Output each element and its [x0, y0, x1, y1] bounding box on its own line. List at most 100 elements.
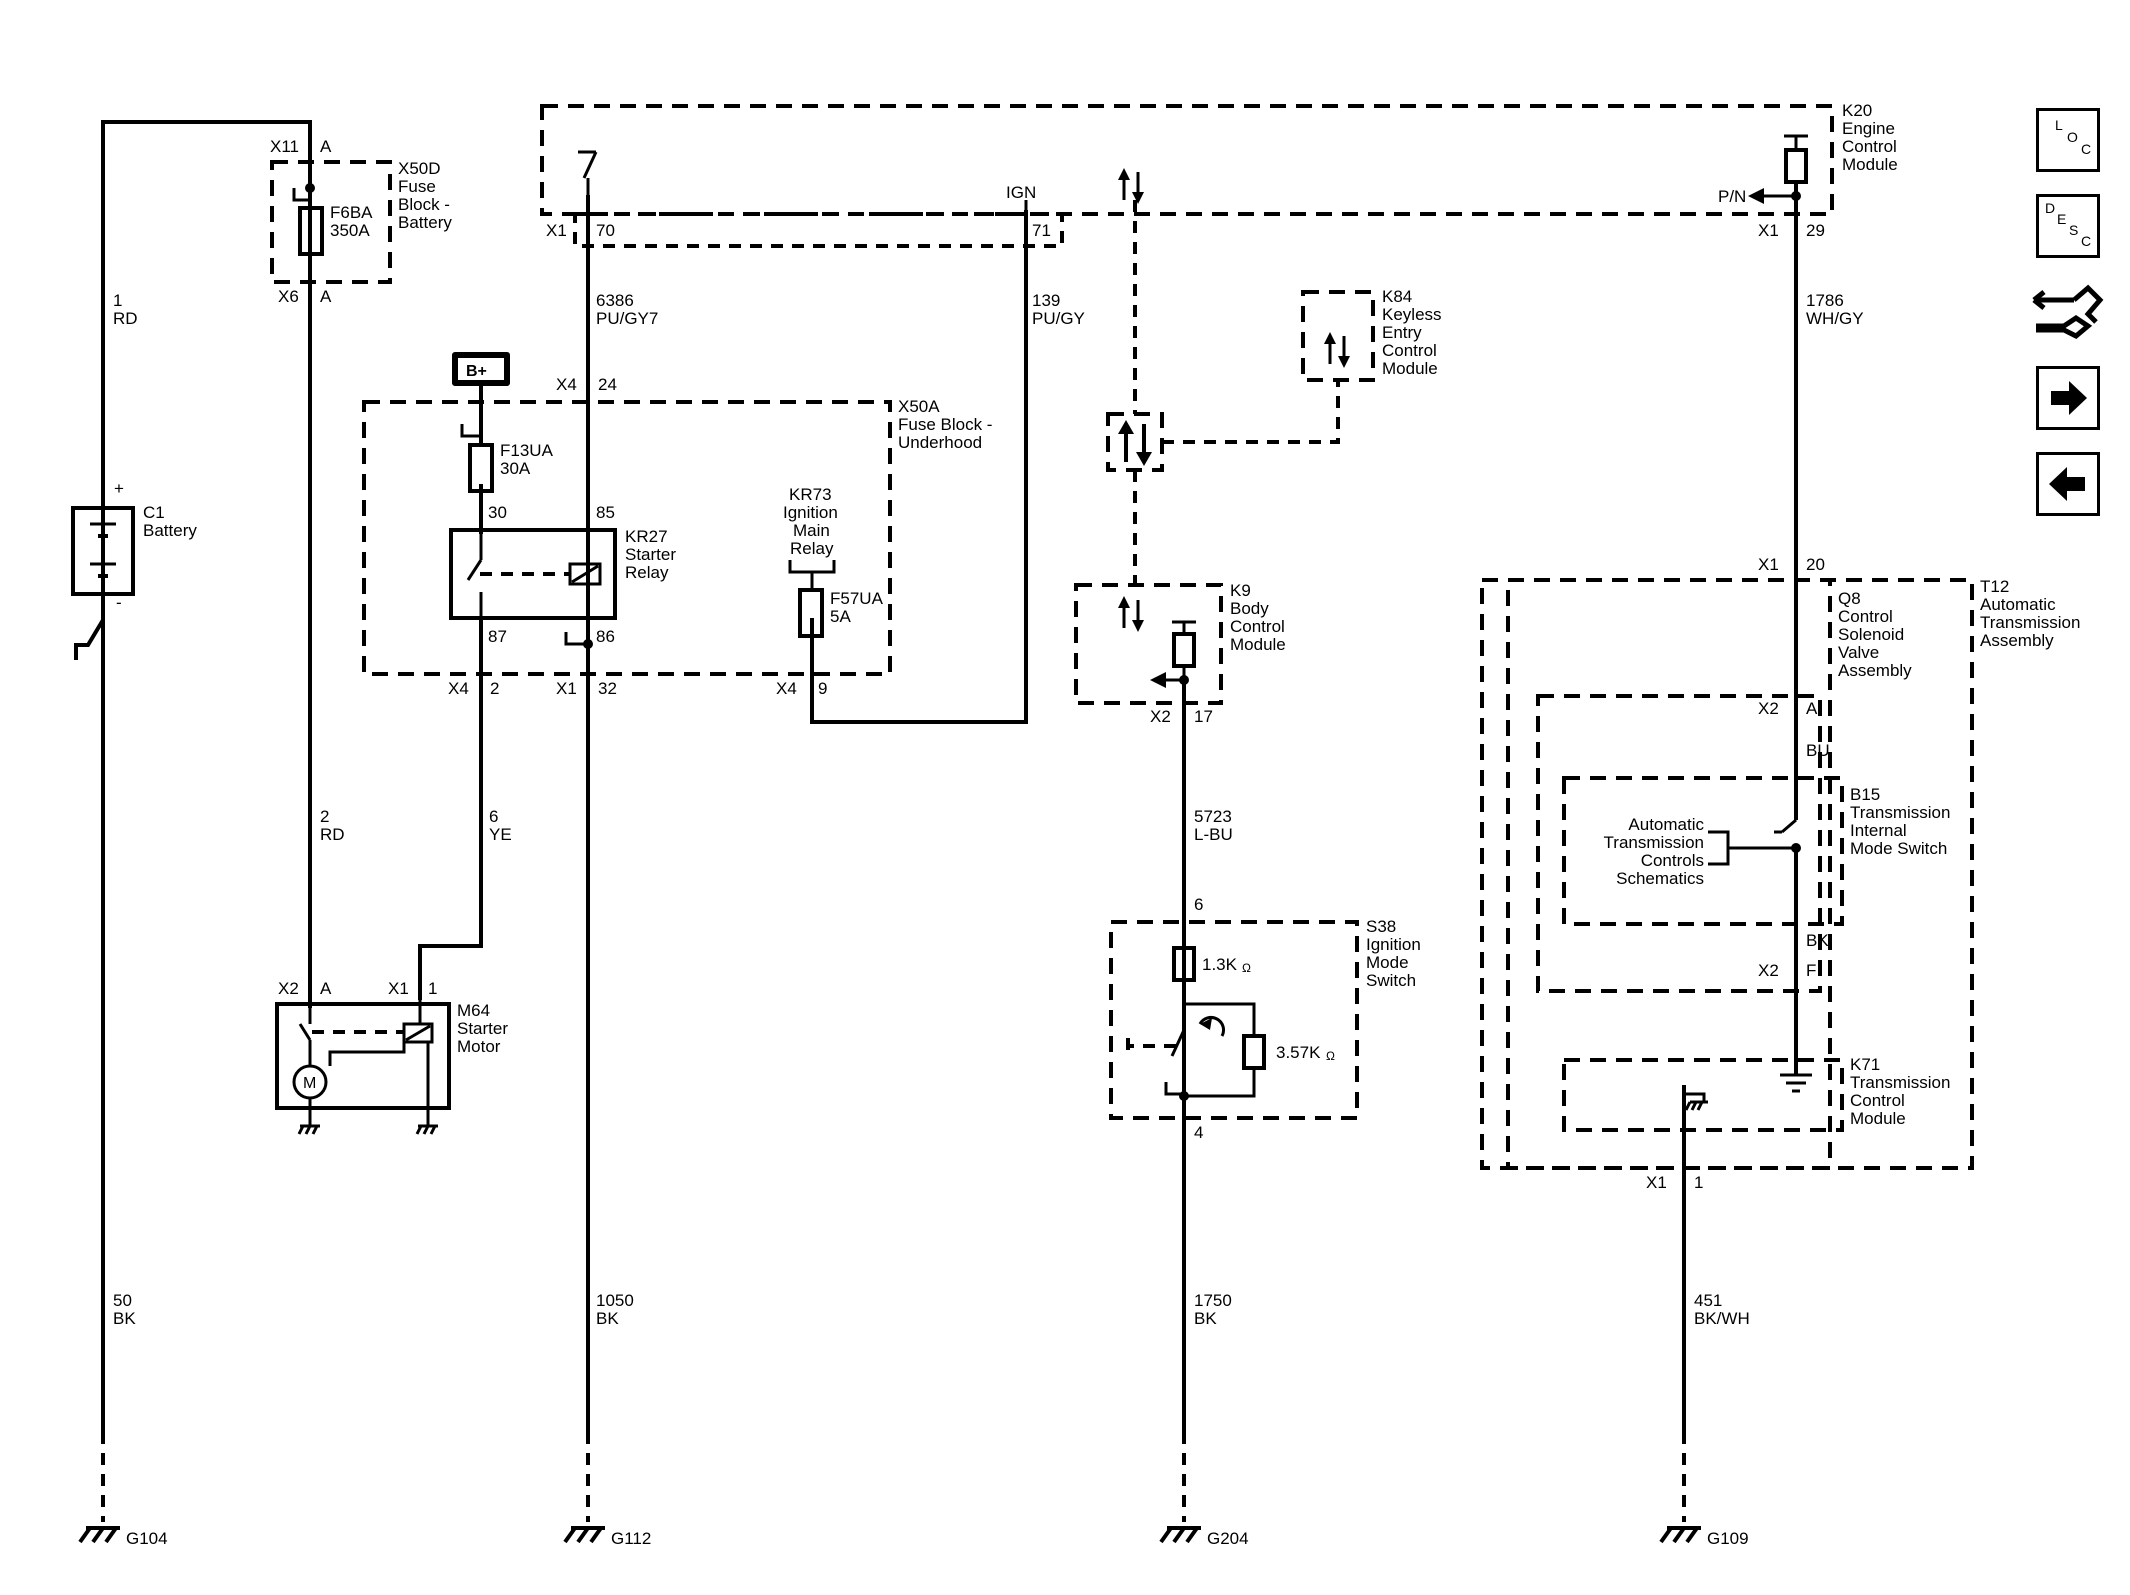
- kr27-l1: Starter: [625, 545, 676, 564]
- wire-6386-num: 6386: [596, 291, 634, 310]
- x4-conn-pin9: X4: [776, 679, 797, 698]
- k71-pinF: F: [1806, 961, 1816, 980]
- previous-page-button[interactable]: [2036, 452, 2100, 516]
- wire-bu-color: BU: [1806, 741, 1830, 760]
- f13ua-fuse-symbol: [468, 443, 494, 493]
- m64-pinA: A: [320, 979, 332, 998]
- s38-l1: Ignition: [1366, 935, 1421, 954]
- k9-l2: Control: [1230, 617, 1285, 636]
- kr27-pin85: 85: [596, 503, 615, 522]
- wire-1750-num: 1750: [1194, 1291, 1232, 1310]
- b15-l2: Internal: [1850, 821, 1907, 840]
- wire-5723-num: 5723: [1194, 807, 1232, 826]
- gateway-arrows-icon: [1118, 420, 1152, 466]
- kr27-pin30: 30: [488, 503, 507, 522]
- s38-resistor-3-57k: [1242, 1034, 1266, 1070]
- k84-l1: Keyless: [1382, 305, 1442, 324]
- atcs-l3: Controls: [1641, 851, 1704, 870]
- x6-pin: A: [320, 287, 332, 306]
- x50d-fuse-block-box: [270, 160, 392, 284]
- kr27-pin87: 87: [488, 627, 507, 646]
- g104-label: G104: [126, 1529, 168, 1548]
- loc-letter-c: C: [2081, 141, 2092, 157]
- f57ua-id: F57UA: [830, 589, 884, 608]
- k20-l2: Control: [1842, 137, 1897, 156]
- s38-id: S38: [1366, 917, 1396, 936]
- loc-button[interactable]: L O C: [2036, 108, 2100, 172]
- m64-x1-conn: X1: [388, 979, 409, 998]
- connector-tool-icon[interactable]: [2030, 280, 2106, 344]
- c1-id: C1: [143, 503, 165, 522]
- k20-connector-box: [573, 212, 1064, 248]
- q8-l2: Solenoid: [1838, 625, 1904, 644]
- k20-pn-resistor: [1784, 148, 1808, 184]
- desc-letter-d: D: [2045, 200, 2056, 216]
- f57ua-fuse-symbol: [798, 588, 824, 638]
- k9-input-arrow-icon: [1150, 672, 1166, 688]
- wire-1050-num: 1050: [596, 1291, 634, 1310]
- k84-serial-arrows-icon: [1324, 332, 1350, 368]
- wire-6-num: 6: [489, 807, 498, 826]
- t12-l2: Transmission: [1980, 613, 2080, 632]
- b15-id: B15: [1850, 785, 1880, 804]
- q8-solenoid-valve-box: [1506, 578, 1832, 1170]
- s38-l2: Mode: [1366, 953, 1409, 972]
- k9-id: K9: [1230, 581, 1251, 600]
- k84-id: K84: [1382, 287, 1412, 306]
- wire-451-num: 451: [1694, 1291, 1722, 1310]
- g112-ground-icon: [563, 1526, 605, 1544]
- arrow-left-icon: [2049, 467, 2085, 501]
- q8-id: Q8: [1838, 589, 1861, 608]
- x50a-x4-conn: X4: [556, 375, 577, 394]
- g104-ground-icon: [78, 1526, 120, 1544]
- arrow-right-icon: [2051, 381, 2087, 415]
- k71-id: K71: [1850, 1055, 1880, 1074]
- k71-module-ground-symbol: [1780, 1073, 1812, 1093]
- f13ua-rating: 30A: [500, 459, 531, 478]
- m64-pin1: 1: [428, 979, 437, 998]
- s38-switch-actuator: [1126, 1038, 1176, 1054]
- loc-letter-o: O: [2067, 129, 2078, 145]
- q8-l3: Valve: [1838, 643, 1879, 662]
- f13ua-id: F13UA: [500, 441, 554, 460]
- x50a-l2: Underhood: [898, 433, 982, 452]
- m64-motor-label: M: [303, 1075, 316, 1092]
- x50d-id: X50D: [398, 159, 441, 178]
- m64-chassis-ground-1: [297, 1124, 320, 1135]
- kr27-pin86: 86: [596, 627, 615, 646]
- battery-plus-label: +: [114, 479, 124, 498]
- wire-1786-color: WH/GY: [1806, 309, 1864, 328]
- m64-id: M64: [457, 1001, 490, 1020]
- s38-l3: Switch: [1366, 971, 1416, 990]
- kr27-starter-relay-symbol: [449, 528, 617, 620]
- wire-139: [810, 210, 1028, 724]
- b15-bracket-symbol: [1708, 830, 1730, 866]
- wire-139-num: 139: [1032, 291, 1060, 310]
- k71-x2-conn: X2: [1758, 961, 1779, 980]
- x50d-l3: Battery: [398, 213, 452, 232]
- kr73-l3: Relay: [790, 539, 834, 558]
- wire-1-num: 1: [113, 291, 122, 310]
- wire-bk-color: BK: [1806, 931, 1829, 950]
- x4-pin9: 9: [818, 679, 827, 698]
- k20-pin71: 71: [1032, 221, 1051, 240]
- wire-battery-positive: [101, 120, 312, 1432]
- g112-label: G112: [611, 1529, 651, 1548]
- x50a-l1: Fuse Block -: [898, 415, 992, 434]
- next-page-button[interactable]: [2036, 366, 2100, 430]
- t12-l3: Assembly: [1980, 631, 2054, 650]
- x1-conn-pin32: X1: [556, 679, 577, 698]
- wire-5723-color: L-BU: [1194, 825, 1233, 844]
- serial-data-arrows-icon: [1118, 168, 1144, 204]
- k84-l2: Entry: [1382, 323, 1422, 342]
- pn-arrow-icon: [1748, 188, 1764, 204]
- desc-button[interactable]: D E S C: [2036, 194, 2100, 258]
- gateway-module-box: [1106, 412, 1164, 472]
- kr27-l2: Relay: [625, 563, 669, 582]
- t12-l1: Automatic: [1980, 595, 2056, 614]
- k20-x1-conn: X1: [546, 221, 567, 240]
- x11-pin: A: [320, 137, 332, 156]
- x6-conn: X6: [278, 287, 299, 306]
- s38-pin4: 4: [1194, 1123, 1203, 1142]
